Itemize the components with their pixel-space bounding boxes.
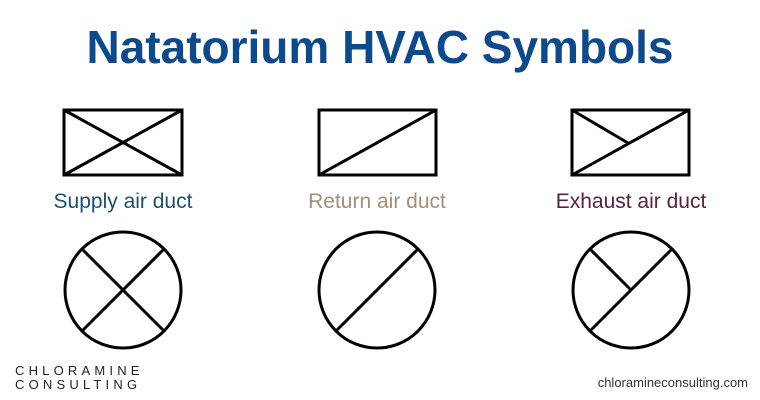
exhaust-rect-duct-icon — [570, 108, 691, 177]
return-rect-duct-icon — [317, 108, 438, 177]
logo-line-1: CHLORAMINE — [15, 363, 144, 378]
return-label: Return air duct — [308, 190, 446, 213]
return-round-duct-icon — [317, 230, 437, 350]
exhaust-label: Exhaust air duct — [555, 190, 707, 213]
company-logo: CHLORAMINE CONSULTING — [15, 364, 144, 392]
website-url: chloramineconsulting.com — [597, 375, 748, 390]
supply-rect-duct-icon — [62, 108, 184, 177]
logo-line-2: CONSULTING — [15, 377, 142, 392]
exhaust-round-duct-icon — [571, 230, 691, 350]
page-title: Natatorium HVAC Symbols — [86, 21, 674, 73]
supply-label: Supply air duct — [53, 190, 193, 213]
supply-round-duct-icon — [63, 230, 183, 350]
